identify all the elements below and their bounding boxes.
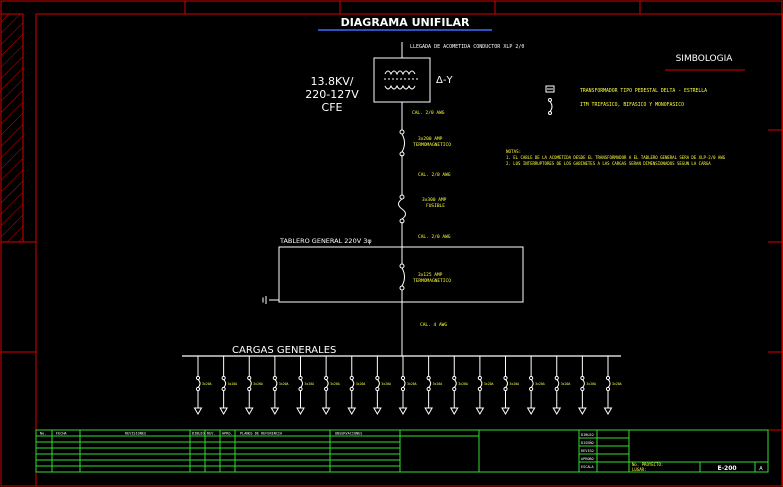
hatch-strip — [1, 14, 23, 242]
branch-circuit: 3x20A — [398, 356, 417, 415]
reference-header: PLANOS DE REFERENCIA — [240, 432, 283, 436]
branch-circuit-label: 3x20A — [510, 382, 520, 386]
branch-circuit-label: 3x20A — [330, 382, 340, 386]
branch-circuit: 3x20A — [270, 356, 289, 415]
fuse-rating: 3x300 AMP — [422, 197, 447, 203]
rev-header-no: No. — [40, 432, 46, 436]
project-label: No. PROYECTO: — [632, 462, 663, 467]
branch-circuit-label: 3x20A — [586, 382, 596, 386]
branch-circuit: 3x20A — [193, 356, 212, 415]
branch-circuit-label: 3x20A — [484, 382, 494, 386]
branch-circuit: 3x20A — [373, 356, 391, 415]
panel-breaker-type: TERMOMAGNETICO — [413, 278, 451, 284]
branch-circuit-label: 3x20A — [433, 382, 443, 386]
branch-circuit-label: 3x20A — [612, 382, 622, 386]
branch-circuit: 3x20A — [603, 356, 622, 415]
role-review: REVISO — [581, 449, 594, 453]
general-panel-box — [262, 246, 524, 304]
rev-header-drawn: DIBUJO — [192, 432, 205, 436]
remarks-header: OBSERVACIONES — [335, 432, 362, 436]
branch-circuit: 3x20A — [296, 356, 315, 415]
branch-circuit: 3x20A — [475, 356, 494, 415]
cal-label-3: CAL. 2/0 AWG — [418, 234, 451, 240]
symbology-title: SIMBOLOGIA — [676, 54, 734, 64]
branch-circuit-label: 3x20A — [561, 382, 571, 386]
supply-voltage-label-2: 220-127V — [305, 88, 359, 101]
branch-circuit: 3x20A — [526, 356, 545, 415]
branch-circuits: 3x20A 3x20A 3x20A 3x20A 3x20A 3x20A 3x20A 3x20A… — [193, 356, 622, 415]
branch-circuit: 3x20A — [501, 356, 520, 415]
branch-circuit: 3x20A — [424, 356, 443, 415]
branch-circuit: 3x20A — [244, 356, 263, 415]
sheet-number: A — [759, 466, 763, 472]
transformer-symbol-icon — [545, 85, 555, 93]
cal-label-4: CAL. 4 AWG — [420, 322, 447, 328]
connection-symbol: Δ-Y — [436, 75, 453, 86]
project-value: LUGAR: — [632, 467, 646, 472]
revision-table-header: No. FECHA REVISIONES DIBUJO REV. APRO. P… — [40, 432, 362, 436]
branch-circuit-label: 3x20A — [458, 382, 468, 386]
branch-circuit-label: 3x20A — [381, 382, 391, 386]
rev-header-date: FECHA — [56, 432, 67, 436]
branch-circuit-label: 3x20A — [228, 382, 238, 386]
note-2: 2. LOS INTERRUPTORES DE LOS GABINETES A … — [506, 161, 711, 166]
cal-label-2: CAL. 2/0 AWG — [418, 172, 451, 178]
rev-header-approved: APRO. — [222, 432, 233, 436]
branch-circuit-label: 3x20A — [305, 382, 315, 386]
breaker-symbol-icon — [548, 98, 553, 115]
service-entry-label: LLEGADA DE ACOMETIDA CONDUCTOR XLP 2/0 — [410, 44, 524, 50]
supply-utility-label: CFE — [322, 101, 343, 114]
branch-circuit-label: 3x20A — [202, 382, 212, 386]
main-breaker-icon — [399, 129, 405, 157]
branch-circuit: 3x20A — [219, 356, 238, 415]
supply-voltage-label: 13.8KV/ — [311, 75, 354, 88]
branch-circuit: 3x20A — [347, 356, 366, 415]
role-scale: ESCALA — [581, 465, 595, 469]
branch-circuit-label: 3x20A — [279, 382, 289, 386]
panel-title: TABLERO GENERAL 220V 3φ — [279, 237, 372, 245]
symbology-item-breaker: ITM TRIFASICO, BIFASICO Y MONOFASICO — [580, 102, 684, 108]
panel-breaker-rating: 3x125 AMP — [418, 272, 443, 278]
rev-header-rev: REV. — [207, 432, 215, 436]
sheet-code: E-200 — [717, 465, 736, 472]
cal-label-1: CAL. 2/0 AWG — [412, 110, 445, 116]
loads-title: CARGAS GENERALES — [232, 345, 336, 356]
branch-circuit-label: 3x20A — [356, 382, 366, 386]
main-breaker-rating: 3x200 AMP — [418, 136, 443, 142]
branch-circuit: 3x20A — [449, 356, 468, 415]
branch-circuit: 3x20A — [321, 356, 340, 415]
branch-circuit: 3x20A — [578, 356, 596, 415]
title-block-roles: DIBUJO DISEÑO REVISO APROBO ESCALA — [581, 433, 595, 469]
role-design: DISEÑO — [581, 440, 594, 445]
panel-breaker-icon — [399, 263, 405, 291]
note-1: 1. EL CABLE DE LA ACOMETIDA DESDE EL TRA… — [506, 155, 726, 160]
symbology-item-transformer: TRANSFORMADOR TIPO PEDESTAL DELTA - ESTR… — [580, 88, 707, 94]
branch-circuit-label: 3x20A — [535, 382, 545, 386]
fuse-icon — [398, 194, 406, 224]
branch-circuit-label: 3x20A — [407, 382, 417, 386]
diagram-title: DIAGRAMA UNIFILAR — [341, 16, 470, 29]
branch-circuit-label: 3x20A — [253, 382, 263, 386]
transformer-icon — [373, 42, 431, 103]
branch-circuit: 3x20A — [552, 356, 571, 415]
notes-title: NOTAS: — [506, 149, 521, 154]
rev-header-revisions: REVISIONES — [125, 432, 146, 436]
role-drawn: DIBUJO — [581, 433, 594, 437]
main-breaker-type: TERMOMAGNETICO — [413, 142, 451, 148]
fuse-type: FUSIBLE — [426, 203, 445, 209]
title-block — [35, 429, 769, 473]
role-approve: APROBO — [581, 457, 594, 461]
